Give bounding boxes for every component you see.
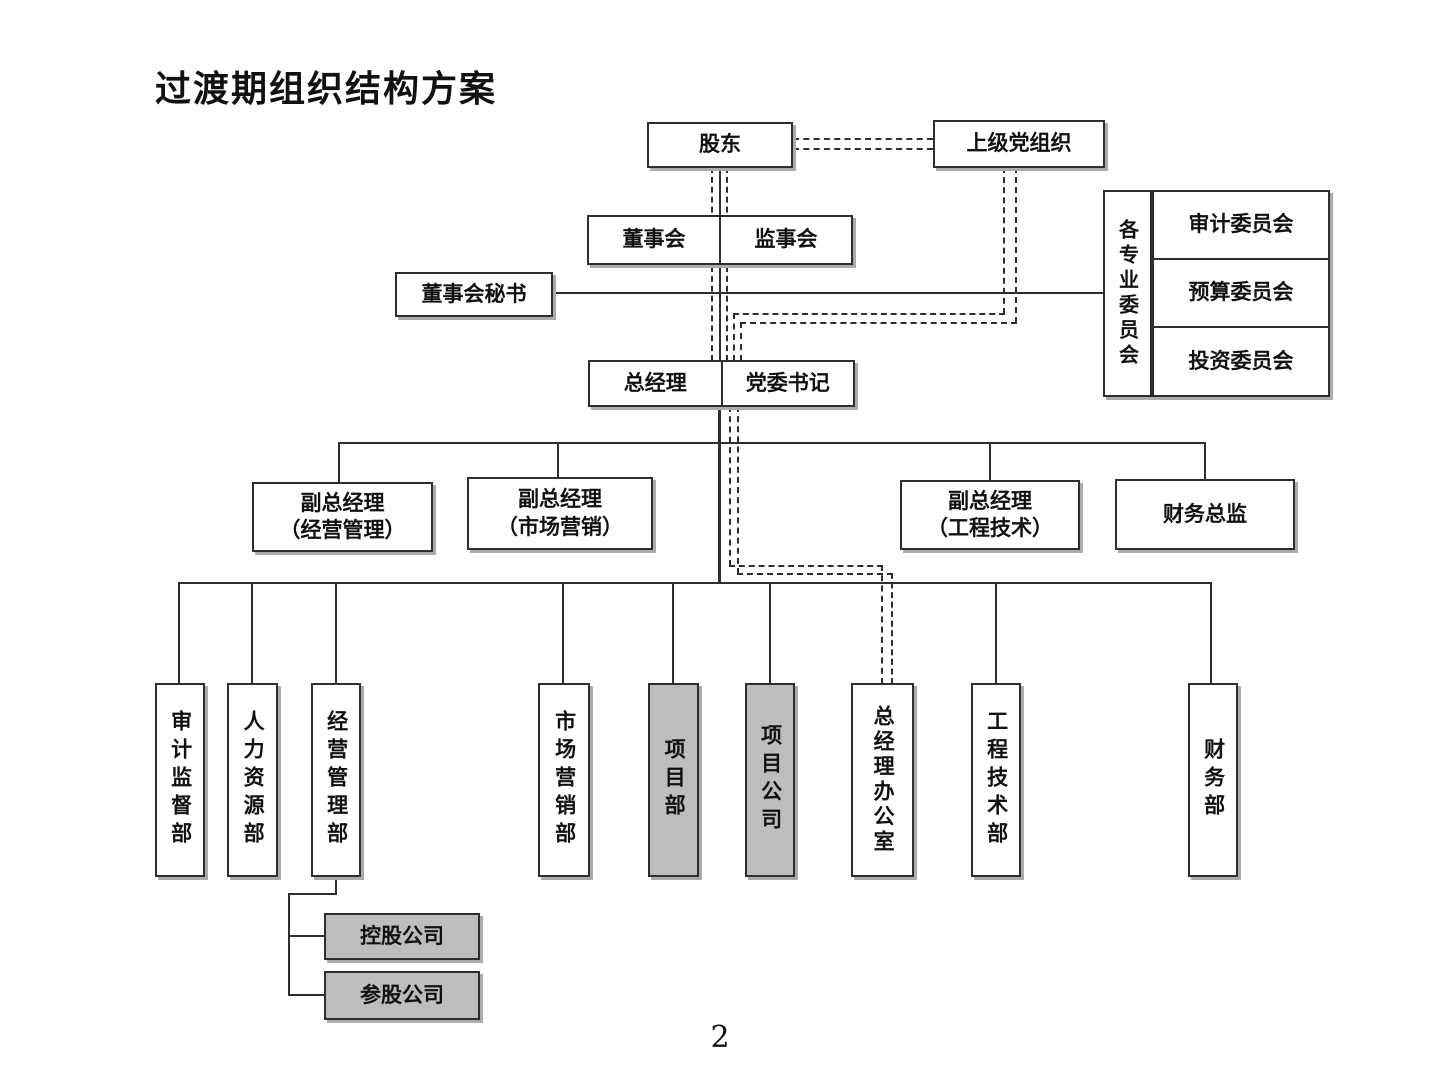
vp-engineering-line2: （工程技术） xyxy=(927,516,1053,540)
node-cfo: 财务总监 xyxy=(1115,479,1295,550)
node-audit-committee-label: 审计委员会 xyxy=(1188,212,1294,237)
dept-operations-mgmt-label: 经营管理部 xyxy=(324,710,349,850)
committees-group-vertical-label: 各专业委员会 xyxy=(1115,218,1140,369)
dept-drop-1 xyxy=(178,583,180,684)
dashed-shareholder-party-1 xyxy=(793,138,933,140)
subsidiary-branch-1 xyxy=(288,935,326,937)
subsidiary-stem xyxy=(335,877,337,895)
node-budget-committee: 预算委员会 xyxy=(1152,258,1330,328)
dashed-party-across-1 xyxy=(733,313,1005,315)
node-shareholder-label: 股东 xyxy=(699,132,741,157)
board-supervisory-divider xyxy=(719,217,721,263)
dept-project-dept-label: 项目部 xyxy=(662,738,687,822)
dept-human-resources-label: 人力资源部 xyxy=(241,710,266,850)
node-dept-project-company: 项目公司 xyxy=(745,683,795,877)
dashed-secretary-down-2 xyxy=(737,406,739,574)
node-dept-human-resources: 人力资源部 xyxy=(227,683,278,877)
node-supervisory-board: 监事会 xyxy=(754,227,818,252)
dept-drop-5 xyxy=(672,583,674,684)
node-committees-group-label: 各专业委员会 xyxy=(1103,190,1152,397)
connector-secretary-committees xyxy=(553,292,1103,294)
node-holding-company-label: 控股公司 xyxy=(360,923,444,948)
node-board-supervisory: 董事会 监事会 xyxy=(587,215,853,265)
page-title: 过渡期组织结构方案 xyxy=(155,69,498,110)
dept-drop-8 xyxy=(995,583,997,684)
vp-engineering-line1: 副总经理 xyxy=(948,488,1032,513)
node-dept-project-dept: 项目部 xyxy=(648,683,699,877)
dashed-secretary-down-1 xyxy=(729,406,731,566)
node-vp-operations: 副总经理 （经营管理） xyxy=(252,482,433,552)
dept-marketing-label: 市场营销部 xyxy=(552,710,577,850)
dept-finance-label: 财务部 xyxy=(1201,738,1226,822)
dept-drop-2 xyxy=(251,583,253,684)
node-board-secretary: 董事会秘书 xyxy=(395,272,553,317)
node-dept-marketing: 市场营销部 xyxy=(538,683,590,877)
dashed-secretary-across-2 xyxy=(737,573,893,575)
node-superior-party-org-label: 上级党组织 xyxy=(966,131,1072,156)
connector-gm-trunk xyxy=(718,405,721,584)
dept-gm-office-label: 总经理办公室 xyxy=(871,705,896,855)
node-general-manager: 总经理 xyxy=(623,370,687,395)
node-investment-committee-label: 投资委员会 xyxy=(1188,348,1294,373)
node-vp-engineering: 副总经理 （工程技术） xyxy=(900,480,1080,550)
dashed-party-across-2 xyxy=(740,322,1017,324)
dashed-into-gm-office-1 xyxy=(881,565,883,684)
dept-project-company-label: 项目公司 xyxy=(758,724,783,836)
node-party-secretary: 党委书记 xyxy=(745,370,830,395)
node-dept-finance: 财务部 xyxy=(1188,683,1238,877)
dashed-party-into-secretary-1 xyxy=(733,313,735,361)
vp-marketing-line2: （市场营销） xyxy=(497,514,623,539)
node-dept-engineering-tech: 工程技术部 xyxy=(971,683,1021,877)
dashed-party-down-1 xyxy=(1003,167,1005,314)
node-dept-audit-supervision: 审计监督部 xyxy=(155,683,205,877)
vp-operations-line1: 副总经理 xyxy=(300,490,385,515)
vp-drop-4 xyxy=(1204,443,1206,481)
node-board: 董事会 xyxy=(622,227,686,252)
node-equity-company-label: 参股公司 xyxy=(360,982,444,1007)
node-dept-operations-mgmt: 经营管理部 xyxy=(311,683,361,877)
subsidiary-rail xyxy=(288,893,290,996)
node-holding-company: 控股公司 xyxy=(324,913,480,960)
vp-distribution-line xyxy=(338,442,1206,444)
vp-drop-1 xyxy=(338,443,340,483)
dashed-secretary-across-1 xyxy=(729,565,883,567)
node-vp-marketing: 副总经理 （市场营销） xyxy=(467,477,653,550)
node-cfo-label: 财务总监 xyxy=(1163,501,1247,526)
node-audit-committee: 审计委员会 xyxy=(1152,190,1330,260)
node-superior-party-org: 上级党组织 xyxy=(933,120,1105,168)
dashed-into-gm-office-2 xyxy=(891,573,893,684)
dashed-party-into-secretary-2 xyxy=(740,322,742,361)
subsidiary-elbow xyxy=(288,893,337,895)
connector-board-gm xyxy=(719,263,721,362)
dashed-party-down-2 xyxy=(1015,167,1017,323)
dept-drop-9 xyxy=(1210,583,1212,684)
dept-drop-3 xyxy=(335,583,337,684)
node-investment-committee: 投资委员会 xyxy=(1152,326,1330,397)
node-board-secretary-label: 董事会秘书 xyxy=(421,281,527,306)
subsidiary-branch-2 xyxy=(288,994,326,996)
vp-operations-line2: （经营管理） xyxy=(279,518,406,542)
dept-drop-4 xyxy=(562,583,564,684)
dept-drop-6 xyxy=(769,583,771,684)
node-shareholder: 股东 xyxy=(647,122,793,168)
node-equity-company: 参股公司 xyxy=(324,971,480,1020)
vp-marketing-line1: 副总经理 xyxy=(518,487,602,512)
dept-distribution-line xyxy=(178,582,1212,584)
node-dept-gm-office: 总经理办公室 xyxy=(851,683,914,877)
dept-engineering-tech-label: 工程技术部 xyxy=(984,710,1009,850)
vp-drop-2 xyxy=(557,443,559,479)
dept-audit-supervision-label: 审计监督部 xyxy=(168,710,193,850)
gm-party-divider xyxy=(720,362,723,405)
vp-drop-3 xyxy=(989,443,991,481)
page-number: 2 xyxy=(710,1020,730,1055)
node-gm-party-secretary: 总经理 党委书记 xyxy=(588,360,855,407)
node-budget-committee-label: 预算委员会 xyxy=(1188,280,1294,305)
dashed-shareholder-party-2 xyxy=(793,148,933,150)
connector-shareholder-board xyxy=(719,167,721,217)
